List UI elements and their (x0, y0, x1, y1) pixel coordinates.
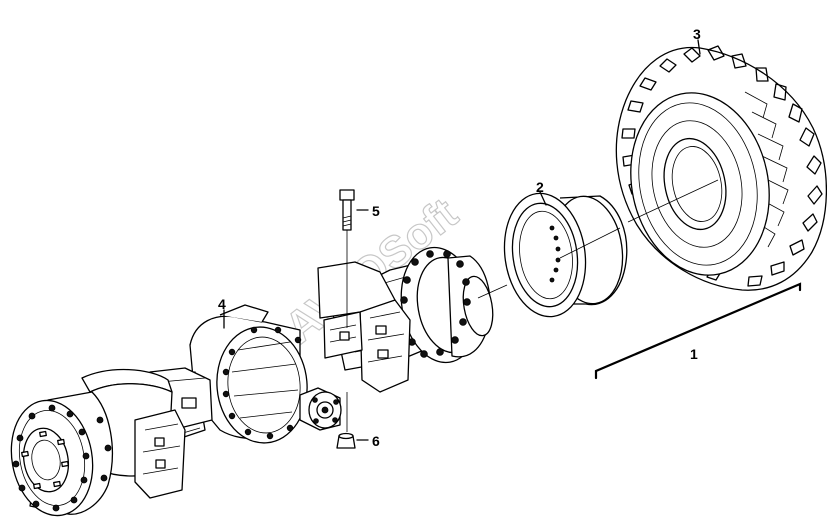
axle-assembly (10, 246, 494, 517)
wheel-rim (503, 192, 628, 318)
right-hub-bolts (400, 250, 471, 358)
assembly-lines (346, 179, 719, 432)
left-hub-bolts (12, 404, 112, 512)
tire (615, 45, 827, 291)
callout-5: 5 (372, 203, 380, 219)
left-hub-studs (21, 430, 69, 490)
callout-1-bracket (594, 282, 802, 380)
callout-6: 6 (372, 433, 380, 449)
tire-bead-opening (663, 137, 727, 231)
callout-1: 1 (690, 346, 698, 362)
callout-leaders (223, 39, 802, 441)
callouts: 1 2 3 4 5 6 (218, 26, 701, 449)
callout-3: 3 (693, 26, 701, 42)
differential-housing (216, 326, 308, 444)
mounting-bolt (339, 189, 355, 231)
callout-4: 4 (218, 296, 226, 312)
mounting-nut (336, 432, 356, 449)
rim-bolt-holes (549, 225, 561, 283)
callout-2: 2 (536, 179, 544, 195)
differential-bolts (222, 326, 302, 440)
